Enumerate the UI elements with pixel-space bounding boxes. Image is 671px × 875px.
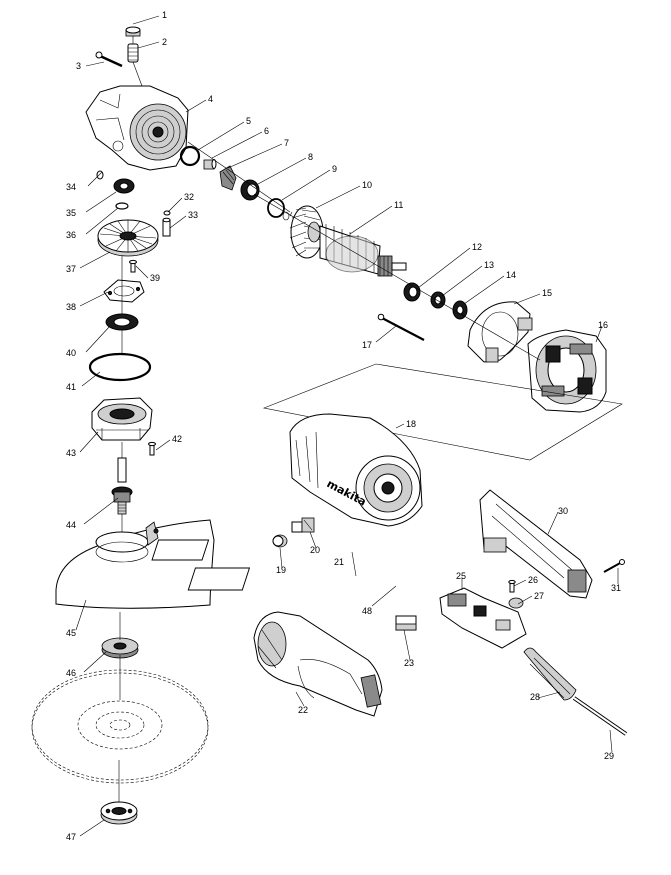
part-48-label xyxy=(187,567,251,591)
callout-18: 18 xyxy=(406,419,416,429)
callout-1: 1 xyxy=(162,10,167,20)
part-13-bearing xyxy=(430,291,446,309)
callout-13: 13 xyxy=(484,260,494,270)
part-30-side-cover xyxy=(479,489,593,599)
part-38-bearing-retainer xyxy=(103,279,145,303)
callout-35: 35 xyxy=(66,208,76,218)
part-43-bearing-box xyxy=(91,397,153,441)
callout-5: 5 xyxy=(246,116,251,126)
part-39-screw xyxy=(129,259,137,273)
callout-8: 8 xyxy=(308,152,313,162)
part-9-retaining-ring xyxy=(267,198,285,218)
part-18-motor-housing: makita xyxy=(289,413,423,527)
callout-23: 23 xyxy=(404,658,414,668)
part-42-screw xyxy=(148,441,156,456)
part-6-bush xyxy=(203,159,217,170)
part-25-switch xyxy=(439,587,527,649)
part-8-bearing xyxy=(240,179,260,201)
part-36-snap-ring xyxy=(115,202,129,210)
part-16-field xyxy=(527,329,607,413)
callout-42: 42 xyxy=(172,434,182,444)
callout-20: 20 xyxy=(310,545,320,555)
callout-41: 41 xyxy=(66,382,76,392)
callout-22: 22 xyxy=(298,705,308,715)
part-20-brush-holder xyxy=(291,517,315,533)
callout-45: 45 xyxy=(66,628,76,638)
part-21-label xyxy=(151,539,210,561)
callout-3: 3 xyxy=(76,61,81,71)
part-4-gear-housing xyxy=(85,85,189,171)
part-14-bearing xyxy=(452,300,468,320)
part-27-clamp xyxy=(508,597,524,609)
part-47-lock-nut xyxy=(100,801,138,825)
callout-37: 37 xyxy=(66,264,76,274)
part-17-screw xyxy=(377,313,425,341)
callout-40: 40 xyxy=(66,348,76,358)
part-5-o-ring xyxy=(179,145,201,167)
part-28-strain-relief xyxy=(523,647,577,701)
callout-2: 2 xyxy=(162,37,167,47)
part-22-handle-housing xyxy=(253,611,383,717)
callout-34: 34 xyxy=(66,182,76,192)
callout-7: 7 xyxy=(284,138,289,148)
callout-43: 43 xyxy=(66,448,76,458)
callout-9: 9 xyxy=(332,164,337,174)
callout-29: 29 xyxy=(604,751,614,761)
callout-14: 14 xyxy=(506,270,516,280)
callout-15: 15 xyxy=(542,288,552,298)
callout-48: 48 xyxy=(362,606,372,616)
part-12-bearing xyxy=(403,282,421,302)
callout-27: 27 xyxy=(534,591,544,601)
part-37-spiral-gear xyxy=(97,219,159,257)
part-33-pin xyxy=(162,217,171,237)
part-26-screw xyxy=(508,579,516,593)
callout-44: 44 xyxy=(66,520,76,530)
callout-11: 11 xyxy=(394,200,403,210)
part-44-spindle xyxy=(111,457,133,515)
callout-6: 6 xyxy=(264,126,269,136)
part-41-o-ring xyxy=(88,352,152,382)
callout-21: 21 xyxy=(334,557,344,567)
part-34-ring xyxy=(96,170,104,180)
part-31-screw xyxy=(603,559,625,573)
callout-25: 25 xyxy=(456,571,466,581)
part-1-cap xyxy=(125,26,141,37)
part-19-plug xyxy=(272,534,288,548)
part-3-screw xyxy=(95,51,123,68)
part-32-ring xyxy=(163,210,171,216)
part-46-inner-flange xyxy=(101,637,139,659)
part-2-spring xyxy=(127,43,139,63)
part-45-wheel-guard xyxy=(55,519,215,609)
callout-36: 36 xyxy=(66,230,76,240)
callout-31: 31 xyxy=(611,583,621,593)
callout-39: 39 xyxy=(150,273,160,283)
callout-33: 33 xyxy=(188,210,198,220)
callout-10: 10 xyxy=(362,180,372,190)
callout-38: 38 xyxy=(66,302,76,312)
callout-12: 12 xyxy=(472,242,482,252)
callout-16: 16 xyxy=(598,320,608,330)
callout-28: 28 xyxy=(530,692,540,702)
callout-32: 32 xyxy=(184,192,194,202)
part-10-fan xyxy=(289,205,324,259)
callout-labels: 1 2 3 4 5 6 7 8 9 10 11 12 13 14 15 16 1… xyxy=(66,10,621,842)
callout-19: 19 xyxy=(276,565,286,575)
part-15-baffle-plate xyxy=(467,301,533,363)
callout-47: 47 xyxy=(66,832,76,842)
callout-46: 46 xyxy=(66,668,76,678)
part-23-pad xyxy=(395,615,417,631)
part-40-bearing xyxy=(105,313,139,331)
callout-30: 30 xyxy=(558,506,568,516)
callout-26: 26 xyxy=(528,575,538,585)
callout-4: 4 xyxy=(208,94,213,104)
part-35-bearing xyxy=(113,178,135,194)
callout-17: 17 xyxy=(362,340,372,350)
